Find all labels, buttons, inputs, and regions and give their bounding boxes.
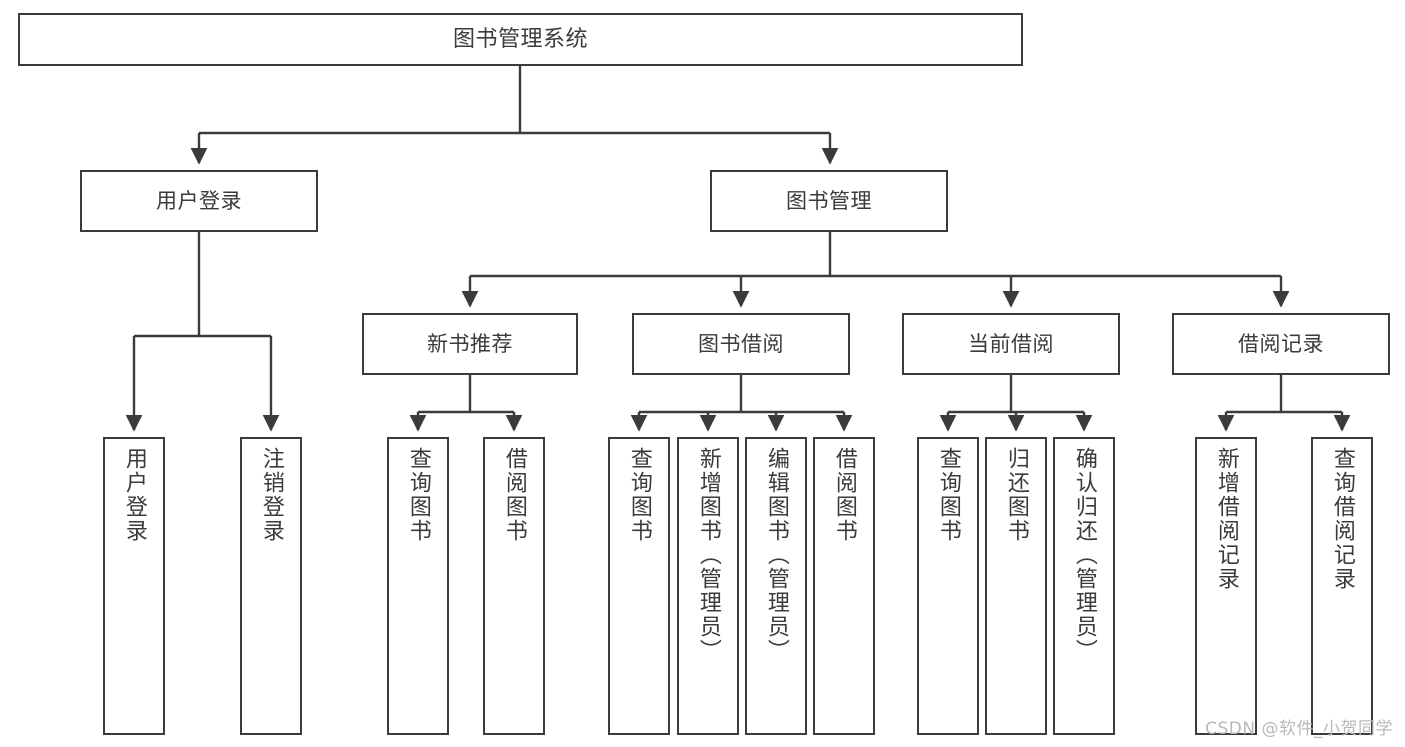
leaf-user-login[interactable]: 用户登录 (103, 437, 165, 735)
leaf-query-book-current[interactable]: 查询图书 (917, 437, 979, 735)
node-label: 新增借阅记录 (1213, 447, 1239, 591)
node-label: 查询图书 (405, 447, 431, 543)
node-label: 借阅记录 (1238, 331, 1324, 356)
leaf-query-borrow-record[interactable]: 查询借阅记录 (1311, 437, 1373, 735)
node-label: 查询借阅记录 (1329, 447, 1355, 591)
leaf-return-book[interactable]: 归还图书 (985, 437, 1047, 735)
node-label: 图书管理系统 (452, 26, 588, 52)
node-label: 新书推荐 (427, 331, 513, 356)
watermark-text: CSDN @软件_小贺同学 (1205, 719, 1393, 739)
leaf-add-borrow-record[interactable]: 新增借阅记录 (1195, 437, 1257, 735)
leaf-confirm-return-admin[interactable]: 确认归还（管理员） (1053, 437, 1115, 735)
node-label: 查询图书 (935, 447, 961, 543)
leaf-add-book-admin[interactable]: 新增图书（管理员） (677, 437, 739, 735)
leaf-logout[interactable]: 注销登录 (240, 437, 302, 735)
node-label: 当前借阅 (968, 331, 1054, 356)
leaf-query-book[interactable]: 查询图书 (608, 437, 670, 735)
leaf-borrow-book[interactable]: 借阅图书 (813, 437, 875, 735)
node-label: 确认归还（管理员） (1071, 447, 1097, 663)
node-label: 编辑图书（管理员） (763, 447, 789, 663)
node-label: 新增图书（管理员） (695, 447, 721, 663)
node-label: 注销登录 (258, 447, 284, 543)
node-book-management[interactable]: 图书管理 (710, 170, 948, 232)
node-label: 用户登录 (121, 447, 147, 543)
node-root-system[interactable]: 图书管理系统 (18, 13, 1023, 66)
leaf-edit-book-admin[interactable]: 编辑图书（管理员） (745, 437, 807, 735)
node-user-login[interactable]: 用户登录 (80, 170, 318, 232)
leaf-query-book-recommend[interactable]: 查询图书 (387, 437, 449, 735)
node-current-borrow[interactable]: 当前借阅 (902, 313, 1120, 375)
node-book-borrow[interactable]: 图书借阅 (632, 313, 850, 375)
node-label: 查询图书 (626, 447, 652, 543)
node-borrow-record[interactable]: 借阅记录 (1172, 313, 1390, 375)
node-label: 借阅图书 (501, 447, 527, 543)
leaf-borrow-book-recommend[interactable]: 借阅图书 (483, 437, 545, 735)
node-label: 图书借阅 (698, 331, 784, 356)
node-label: 归还图书 (1003, 447, 1029, 543)
node-new-book-recommend[interactable]: 新书推荐 (362, 313, 578, 375)
node-label: 借阅图书 (831, 447, 857, 543)
node-label: 图书管理 (786, 188, 872, 213)
node-label: 用户登录 (156, 188, 242, 213)
